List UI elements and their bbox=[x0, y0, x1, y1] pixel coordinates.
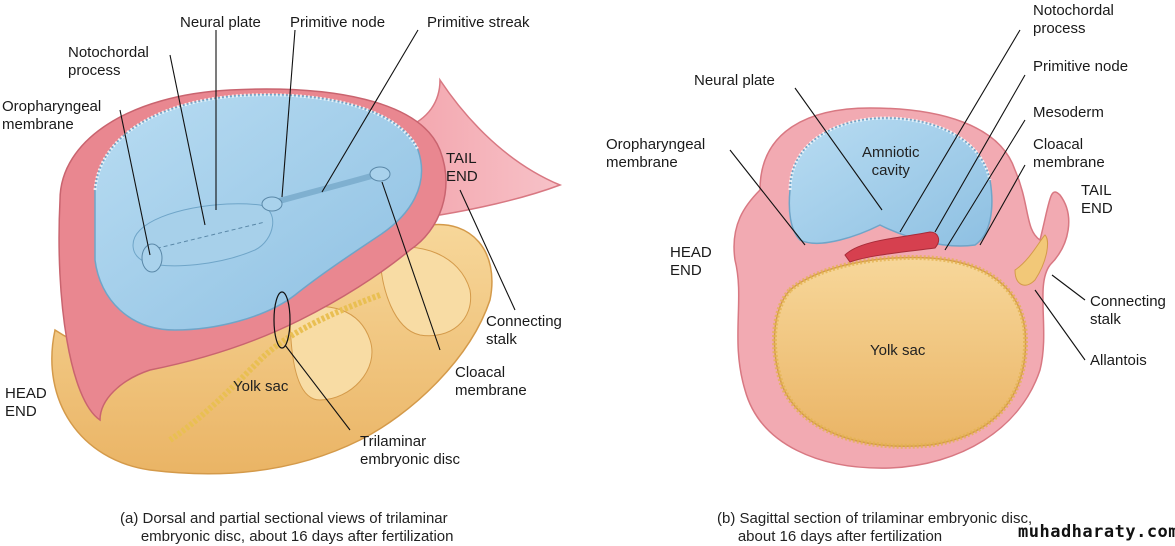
label-tail-end-b: TAIL END bbox=[1081, 182, 1113, 217]
label-oropharyngeal-membrane-b: Oropharyngeal membrane bbox=[606, 136, 706, 171]
panel-b-mesoderm bbox=[844, 231, 940, 263]
panel-a-cloacal-membrane bbox=[369, 166, 391, 182]
label-mesoderm-b: Mesoderm bbox=[1033, 104, 1104, 121]
panel-a-neural-plate bbox=[132, 203, 274, 267]
label-amniotic-cavity-b: Amniotic cavity bbox=[862, 144, 920, 179]
panel-b-allantois bbox=[1014, 234, 1048, 286]
panel-a-leader-lines bbox=[119, 29, 516, 431]
panel-b-illustration bbox=[729, 29, 1086, 469]
panel-a-primitive-node bbox=[261, 196, 283, 212]
panel-a-illustration bbox=[51, 29, 563, 475]
panel-a-oropharyngeal-membrane bbox=[141, 243, 163, 273]
label-primitive-streak-a: Primitive streak bbox=[427, 14, 530, 31]
label-primitive-node-a: Primitive node bbox=[290, 14, 386, 31]
caption-b: (b) Sagittal section of trilaminar embry… bbox=[717, 510, 1033, 545]
label-head-end-a: HEAD END bbox=[5, 385, 47, 420]
label-tail-end-a: TAIL END bbox=[446, 150, 478, 185]
label-yolk-sac-a: Yolk sac bbox=[233, 378, 289, 395]
label-cloacal-membrane-b: Cloacal membrane bbox=[1033, 136, 1105, 171]
label-allantois-b: Allantois bbox=[1090, 352, 1147, 369]
panel-b-leader-lines bbox=[729, 29, 1086, 361]
label-head-end-b: HEAD END bbox=[670, 244, 712, 279]
label-trilaminar-disc-a: Trilaminar embryonic disc bbox=[360, 433, 461, 468]
label-primitive-node-b: Primitive node bbox=[1033, 58, 1129, 75]
label-notochordal-process-b: Notochordal process bbox=[1033, 2, 1114, 37]
watermark: muhadharaty.com bbox=[1018, 522, 1175, 542]
label-oropharyngeal-membrane-a: Oropharyngeal membrane bbox=[2, 98, 102, 133]
label-neural-plate-b: Neural plate bbox=[694, 72, 775, 89]
label-neural-plate-a: Neural plate bbox=[180, 14, 261, 31]
label-cloacal-membrane-a: Cloacal membrane bbox=[455, 364, 527, 399]
label-yolk-sac-b: Yolk sac bbox=[870, 342, 926, 359]
label-connecting-stalk-a: Connecting stalk bbox=[486, 313, 562, 348]
caption-a: (a) Dorsal and partial sectional views o… bbox=[120, 510, 454, 545]
label-connecting-stalk-b: Connecting stalk bbox=[1090, 293, 1166, 328]
label-notochordal-process-a: Notochordal process bbox=[68, 44, 149, 79]
